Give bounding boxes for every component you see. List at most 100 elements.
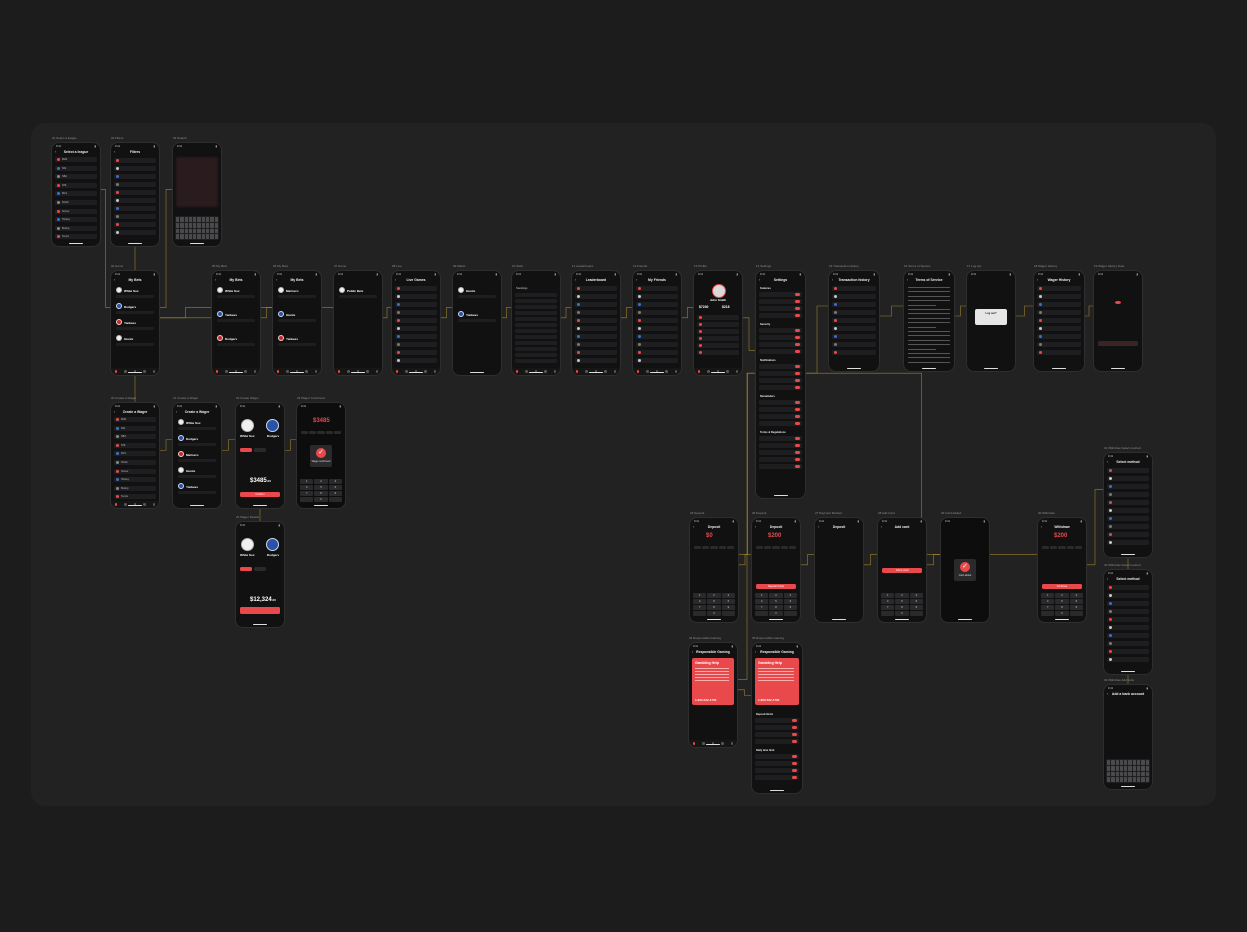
tab-icon[interactable] bbox=[253, 370, 257, 373]
key[interactable] bbox=[1124, 777, 1128, 782]
numpad-key[interactable]: 1 bbox=[693, 593, 707, 598]
tab-icon[interactable] bbox=[314, 370, 318, 373]
tab-icon[interactable] bbox=[697, 370, 701, 373]
back-arrow-icon[interactable]: ‹ bbox=[1041, 525, 1043, 529]
calendar-day[interactable] bbox=[1122, 297, 1127, 300]
tab-icon[interactable] bbox=[305, 370, 308, 373]
toggle-switch[interactable] bbox=[795, 314, 800, 317]
toggle-switch[interactable] bbox=[795, 329, 800, 332]
calendar-day[interactable] bbox=[1097, 309, 1102, 312]
list-item[interactable]: NBA bbox=[114, 434, 156, 440]
key[interactable] bbox=[201, 217, 206, 222]
calendar-day[interactable] bbox=[1097, 297, 1102, 300]
tab-icon[interactable] bbox=[286, 370, 289, 373]
tab-icon[interactable] bbox=[515, 370, 519, 373]
quick-amount-chip[interactable] bbox=[1050, 546, 1058, 549]
calendar-day[interactable] bbox=[1115, 297, 1120, 300]
calendar-day[interactable] bbox=[1128, 293, 1133, 296]
list-row[interactable] bbox=[636, 286, 678, 291]
back-arrow-icon[interactable]: ‹ bbox=[692, 650, 694, 654]
key[interactable] bbox=[193, 234, 197, 239]
key[interactable] bbox=[210, 234, 214, 239]
key[interactable] bbox=[201, 222, 206, 228]
numpad-key[interactable] bbox=[909, 611, 923, 616]
keyboard[interactable] bbox=[1106, 759, 1150, 783]
team-choice[interactable] bbox=[254, 567, 266, 571]
tab-icon[interactable] bbox=[405, 370, 408, 373]
toggle-switch[interactable] bbox=[792, 726, 797, 729]
numpad-key[interactable] bbox=[1041, 611, 1055, 616]
list-row[interactable] bbox=[395, 334, 437, 339]
tab-icon[interactable] bbox=[716, 370, 720, 373]
key[interactable] bbox=[1141, 771, 1145, 777]
quick-amount-chip[interactable] bbox=[788, 546, 797, 549]
list-row[interactable] bbox=[636, 326, 678, 331]
numpad-key[interactable]: 6 bbox=[783, 599, 797, 604]
list-row[interactable] bbox=[575, 318, 617, 323]
list-item[interactable]: Soccer bbox=[55, 208, 97, 214]
tab-icon[interactable] bbox=[726, 370, 729, 373]
list-item[interactable]: NHL bbox=[55, 182, 97, 188]
list-row[interactable] bbox=[1037, 302, 1081, 307]
key[interactable] bbox=[1137, 760, 1141, 765]
key[interactable] bbox=[176, 217, 180, 222]
key[interactable] bbox=[1145, 765, 1149, 771]
list-row[interactable] bbox=[575, 310, 617, 315]
key[interactable] bbox=[1124, 771, 1128, 777]
tab-icon[interactable] bbox=[276, 370, 280, 373]
key[interactable] bbox=[180, 234, 184, 239]
list-item[interactable]: Tennis bbox=[55, 234, 97, 240]
tab-icon[interactable] bbox=[636, 370, 640, 373]
list-row[interactable] bbox=[395, 294, 437, 299]
calendar-day[interactable] bbox=[1097, 293, 1102, 296]
tab-icon[interactable] bbox=[692, 742, 696, 745]
list-row[interactable] bbox=[1107, 601, 1149, 606]
numpad-key[interactable]: 7 bbox=[755, 605, 769, 610]
tab-icon[interactable] bbox=[356, 370, 360, 373]
settings-row[interactable] bbox=[755, 768, 799, 773]
apply-date-button[interactable] bbox=[1098, 341, 1138, 346]
list-row[interactable] bbox=[1037, 286, 1081, 291]
tab-icon[interactable] bbox=[395, 370, 399, 373]
list-row[interactable] bbox=[114, 174, 156, 179]
numpad-key[interactable]: 4 bbox=[1041, 599, 1055, 604]
calendar-day[interactable] bbox=[1109, 305, 1114, 308]
key[interactable] bbox=[201, 228, 206, 234]
list-item[interactable]: NHL bbox=[114, 442, 156, 448]
back-arrow-icon[interactable]: ‹ bbox=[907, 278, 909, 282]
back-arrow-icon[interactable]: ‹ bbox=[881, 525, 883, 529]
list-row[interactable] bbox=[636, 334, 678, 339]
list-row[interactable] bbox=[832, 342, 876, 347]
list-row[interactable] bbox=[1107, 500, 1149, 505]
tab-icon[interactable] bbox=[604, 370, 607, 373]
numpad-key[interactable]: 6 bbox=[721, 599, 735, 604]
toggle-switch[interactable] bbox=[795, 386, 800, 389]
list-row[interactable] bbox=[1037, 326, 1081, 331]
numpad-key[interactable]: 7 bbox=[300, 491, 314, 496]
key[interactable] bbox=[176, 234, 180, 239]
profile-avatar[interactable] bbox=[712, 284, 726, 298]
calendar-day[interactable] bbox=[1122, 293, 1127, 296]
tab-icon[interactable] bbox=[665, 370, 668, 373]
numpad-key[interactable]: 3 bbox=[783, 593, 797, 598]
list-row[interactable] bbox=[575, 342, 617, 347]
quick-amount-chip[interactable] bbox=[325, 431, 333, 434]
key[interactable] bbox=[193, 217, 197, 222]
menu-item[interactable] bbox=[697, 322, 739, 327]
toggle-switch[interactable] bbox=[792, 762, 797, 765]
list-row[interactable] bbox=[636, 294, 678, 299]
calendar-day[interactable] bbox=[1122, 309, 1127, 312]
back-arrow-icon[interactable]: ‹ bbox=[1037, 278, 1039, 282]
tab-icon[interactable] bbox=[124, 503, 127, 506]
numpad-key[interactable]: 8 bbox=[1055, 605, 1069, 610]
list-row[interactable] bbox=[832, 286, 876, 291]
list-row[interactable] bbox=[1107, 492, 1149, 497]
key[interactable] bbox=[184, 222, 188, 228]
numpad-key[interactable]: 7 bbox=[1041, 605, 1055, 610]
calendar-day[interactable] bbox=[1109, 297, 1114, 300]
list-row[interactable] bbox=[832, 302, 876, 307]
toggle-switch[interactable] bbox=[795, 415, 800, 418]
key[interactable] bbox=[1124, 765, 1128, 771]
tab-icon[interactable] bbox=[375, 370, 379, 373]
